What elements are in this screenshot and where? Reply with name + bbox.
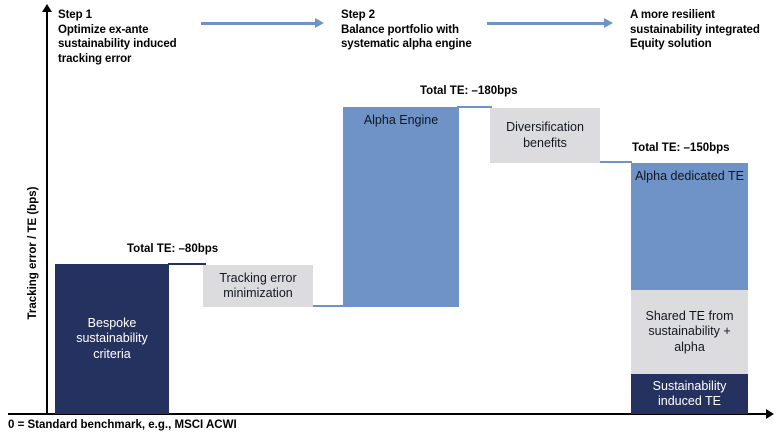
- bar-alpha-dedicated-te[interactable]: Alpha dedicated TE: [631, 163, 748, 290]
- step-2-header: Step 2 Balance portfolio with systematic…: [341, 8, 481, 52]
- total-te-label-3: Total TE: –150bps: [632, 142, 730, 154]
- y-axis-label: Tracking error / TE (bps): [27, 186, 39, 320]
- step-1-header: Step 1 Optimize ex-ante sustainability i…: [58, 8, 208, 66]
- outcome-header: A more resilient sustainability integrat…: [630, 8, 770, 52]
- bar-tracking-error-minimization[interactable]: Tracking error minimization: [203, 265, 313, 307]
- footnote: 0 = Standard benchmark, e.g., MSCI ACWI: [8, 419, 237, 431]
- bar-alpha-engine[interactable]: Alpha Engine: [343, 107, 459, 307]
- connector-alpha-engine-to-diversification: [457, 106, 492, 108]
- x-axis-arrow-icon: [766, 409, 774, 419]
- outcome-title: A more resilient sustainability integrat…: [630, 9, 760, 51]
- bar-label: Tracking error minimization: [219, 270, 297, 301]
- bar-label: Diversification benefits: [506, 120, 584, 150]
- arrow-shaft: [201, 22, 315, 25]
- step-1-title: Step 1: [58, 9, 92, 21]
- bar-shared-te[interactable]: Shared TE from sustainability + alpha: [631, 290, 748, 374]
- step-2-body: Balance portfolio with systematic alpha …: [341, 23, 472, 51]
- connector-diversification-to-final: [598, 161, 632, 163]
- bar-sustainability-induced-te[interactable]: Sustainability induced TE: [631, 374, 748, 414]
- bar-diversification-benefits[interactable]: Diversification benefits: [490, 108, 600, 163]
- step-1-body: Optimize ex-ante sustainability induced …: [58, 23, 177, 65]
- bar-label: Alpha dedicated TE: [635, 169, 744, 183]
- arrow-head-icon: [604, 18, 613, 28]
- y-axis-line: [46, 8, 48, 415]
- arrow-shaft: [487, 22, 604, 25]
- bar-label: Alpha Engine: [363, 113, 439, 127]
- step-2-title: Step 2: [341, 9, 375, 21]
- bar-bespoke-sustainability-criteria[interactable]: Bespoke sustainability criteria: [55, 264, 169, 414]
- total-te-label-2: Total TE: –180bps: [420, 85, 518, 97]
- connector-tracking-error-to-alpha-engine: [311, 305, 345, 307]
- connector-bespoke-to-tracking-error: [168, 263, 206, 265]
- bar-label: Sustainability induced TE: [652, 378, 727, 409]
- bar-label: Shared TE from sustainability + alpha: [645, 308, 734, 354]
- bar-label: Bespoke sustainability criteria: [76, 315, 148, 361]
- arrow-head-icon: [315, 18, 324, 28]
- x-axis-line: [8, 413, 768, 415]
- total-te-label-1: Total TE: –80bps: [127, 243, 219, 255]
- step-1-to-step-2-arrow: [201, 18, 326, 28]
- step-2-to-outcome-arrow: [487, 18, 615, 28]
